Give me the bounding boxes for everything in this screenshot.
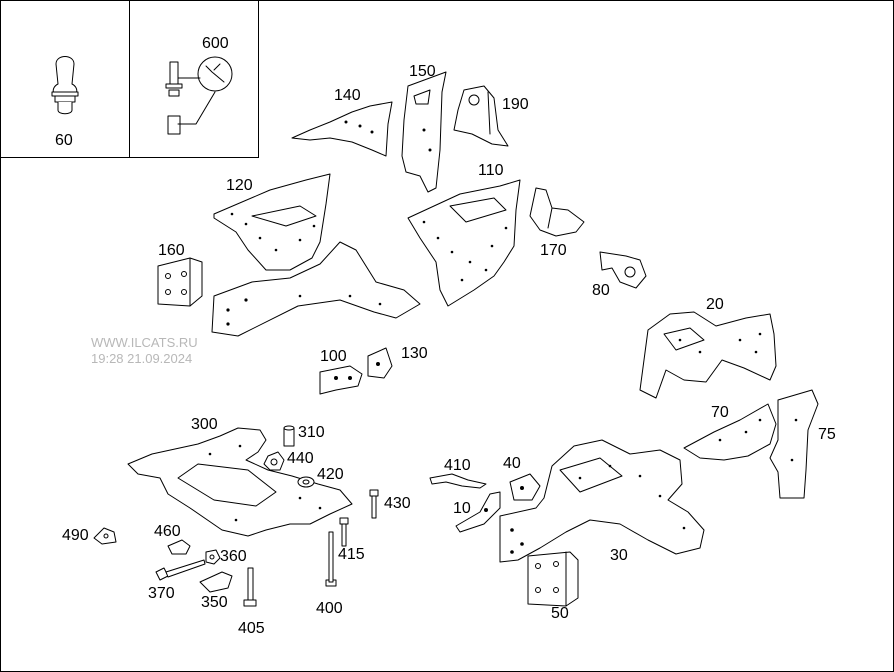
bolt-icon[interactable] <box>243 567 257 607</box>
callout-80[interactable]: 80 <box>592 282 610 299</box>
callout-30[interactable]: 30 <box>610 547 628 564</box>
strap-icon[interactable] <box>429 473 487 489</box>
washer-icon[interactable] <box>297 476 315 488</box>
nut-icon[interactable] <box>205 549 221 565</box>
subframe-icon[interactable] <box>127 427 353 537</box>
callout-130[interactable]: 130 <box>401 345 428 362</box>
callout-370[interactable]: 370 <box>148 585 175 602</box>
callout-70[interactable]: 70 <box>711 404 729 421</box>
inset-box-600 <box>129 0 259 158</box>
callout-310[interactable]: 310 <box>298 424 325 441</box>
gusset-icon[interactable] <box>367 347 393 379</box>
callout-415[interactable]: 415 <box>338 546 365 563</box>
bracket-icon[interactable] <box>199 571 233 593</box>
long-bolt-icon[interactable] <box>155 559 206 581</box>
callout-140[interactable]: 140 <box>334 87 361 104</box>
clip-icon[interactable] <box>93 527 117 545</box>
callout-40[interactable]: 40 <box>503 455 521 472</box>
callout-170[interactable]: 170 <box>540 242 567 259</box>
callout-600[interactable]: 600 <box>202 35 229 52</box>
callout-160[interactable]: 160 <box>158 242 185 259</box>
watermark-site: WWW.ILCATS.RU <box>91 335 198 350</box>
callout-20[interactable]: 20 <box>706 296 724 313</box>
callout-150[interactable]: 150 <box>409 63 436 80</box>
end-plate-icon[interactable] <box>157 257 203 307</box>
callout-420[interactable]: 420 <box>317 466 344 483</box>
callout-410[interactable]: 410 <box>444 457 471 474</box>
callout-490[interactable]: 490 <box>62 527 89 544</box>
end-plate-icon[interactable] <box>527 551 579 607</box>
callout-110[interactable]: 110 <box>478 162 504 179</box>
callout-100[interactable]: 100 <box>320 348 347 365</box>
callout-350[interactable]: 350 <box>201 594 228 611</box>
callout-75[interactable]: 75 <box>818 426 836 443</box>
bushing-icon[interactable] <box>283 425 295 447</box>
callout-120[interactable]: 120 <box>226 177 253 194</box>
gusset-icon[interactable] <box>509 473 541 501</box>
bolt-icon[interactable] <box>369 489 379 519</box>
front-structure-right-icon[interactable] <box>499 439 705 563</box>
callout-190[interactable]: 190 <box>502 96 529 113</box>
support-icon[interactable] <box>529 187 585 237</box>
watermark-timestamp: 19:28 21.09.2024 <box>91 351 193 366</box>
inset-box-60 <box>0 0 130 158</box>
callout-430[interactable]: 430 <box>384 495 411 512</box>
bracket-icon[interactable] <box>453 85 509 147</box>
stud-bolt-icon[interactable] <box>51 56 79 115</box>
callout-400[interactable]: 400 <box>316 600 343 617</box>
callout-10[interactable]: 10 <box>453 500 471 517</box>
closing-panel-icon[interactable] <box>769 389 819 499</box>
callout-440[interactable]: 440 <box>287 450 314 467</box>
repair-kit-wrench-icon[interactable] <box>165 56 233 135</box>
mount-bracket-icon[interactable] <box>599 251 647 289</box>
side-member-trim-icon[interactable] <box>683 403 777 461</box>
nut-icon[interactable] <box>263 451 285 471</box>
wheelhouse-panel-icon[interactable] <box>291 101 393 157</box>
wheelhouse-right-icon[interactable] <box>407 179 521 307</box>
gusset-icon[interactable] <box>455 491 501 533</box>
pillar-reinforcement-icon[interactable] <box>401 71 447 193</box>
callout-300[interactable]: 300 <box>191 416 218 433</box>
clamp-icon[interactable] <box>167 539 191 555</box>
callout-360[interactable]: 360 <box>220 548 247 565</box>
gusset-icon[interactable] <box>319 365 363 395</box>
wheelhouse-outer-icon[interactable] <box>639 311 777 399</box>
bolt-icon[interactable] <box>339 517 349 547</box>
long-bolt-icon[interactable] <box>325 531 337 587</box>
callout-60[interactable]: 60 <box>55 132 73 149</box>
callout-50[interactable]: 50 <box>551 605 569 622</box>
callout-460[interactable]: 460 <box>154 523 181 540</box>
front-structure-left-icon[interactable] <box>211 173 421 337</box>
callout-405[interactable]: 405 <box>238 620 265 637</box>
